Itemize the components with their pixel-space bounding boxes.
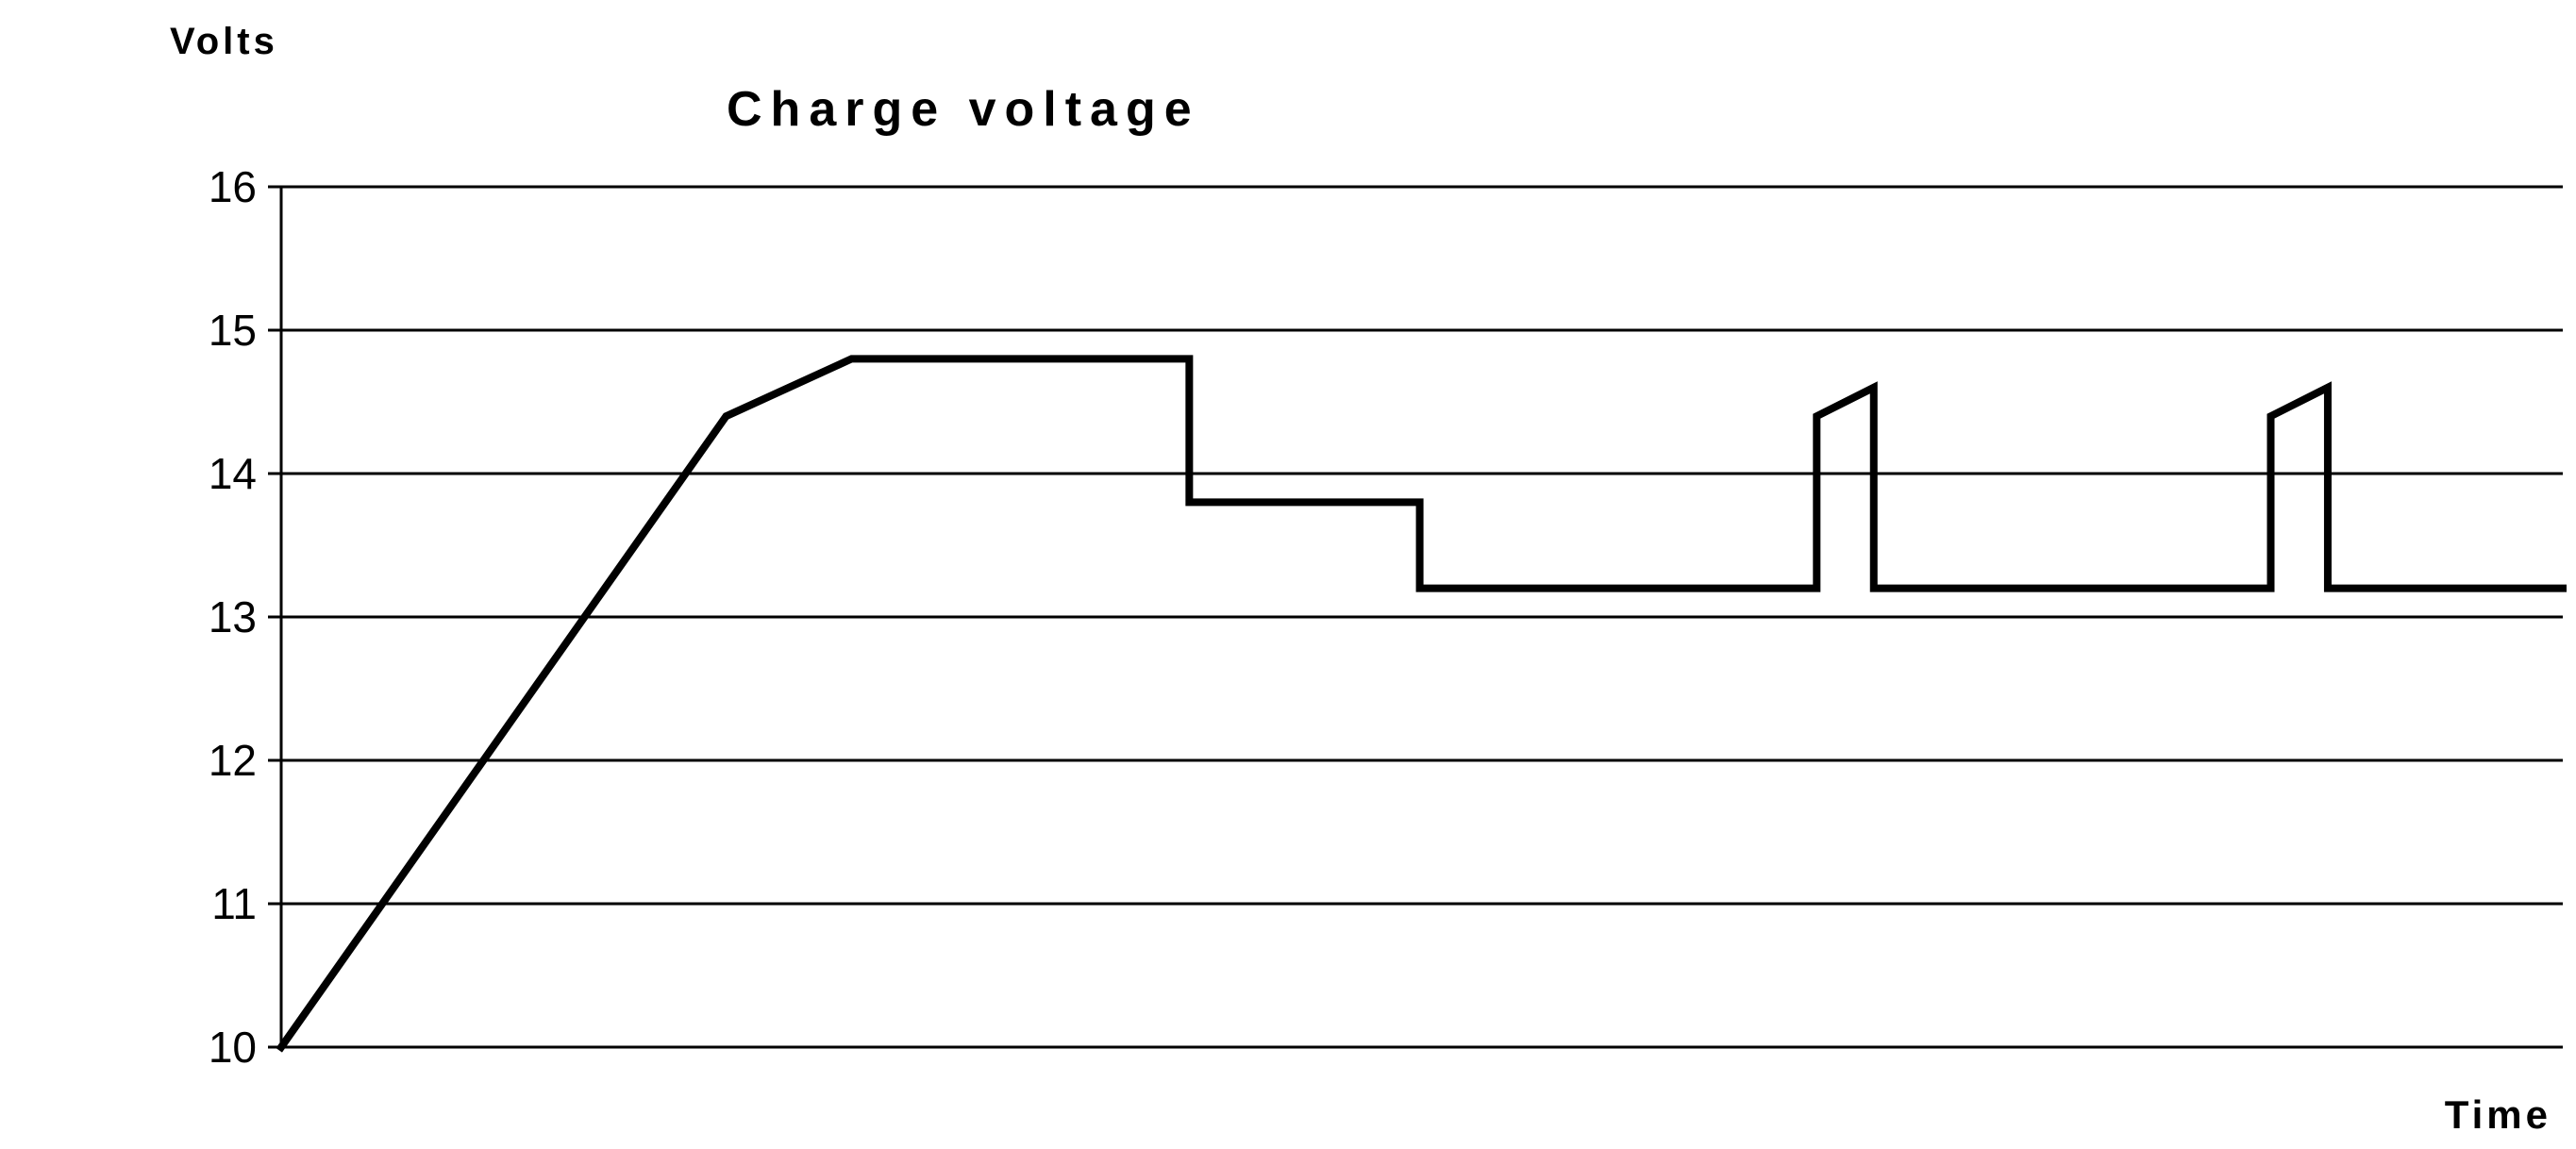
y-axis-title: Volts — [170, 21, 278, 62]
chart-title: Charge voltage — [727, 82, 1200, 137]
y-axis-tick-label: 14 — [208, 449, 257, 498]
y-axis-tick-label: 11 — [211, 879, 257, 928]
y-axis-tick-label: 15 — [208, 306, 257, 355]
y-axis-tick-label: 16 — [208, 162, 257, 211]
y-axis-tick-label: 13 — [208, 592, 257, 641]
y-axis-tick-label: 10 — [208, 1023, 257, 1072]
y-axis-tick-label: 12 — [208, 736, 257, 785]
charge-voltage-line — [276, 355, 2567, 1053]
x-axis-title: Time — [2444, 1092, 2551, 1137]
